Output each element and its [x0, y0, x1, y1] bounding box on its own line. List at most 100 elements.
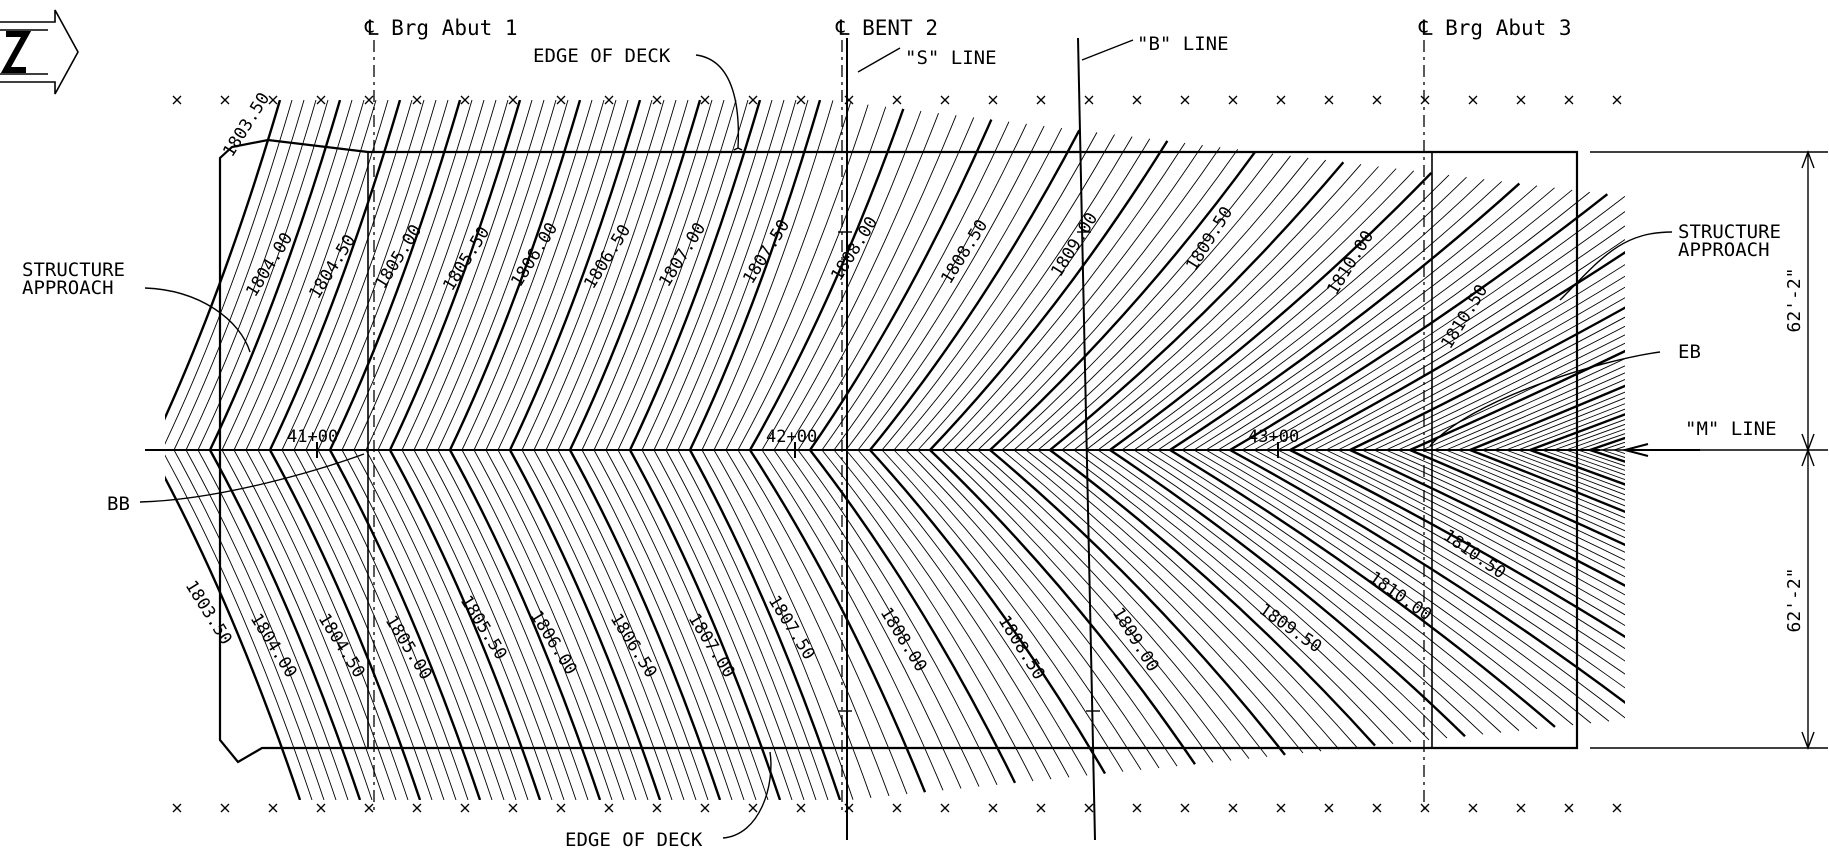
grid-x-mark — [1228, 95, 1238, 105]
eb-label: EB — [1678, 341, 1701, 363]
contour-line — [857, 449, 1088, 776]
grid-x-mark — [652, 95, 662, 105]
contour-line — [845, 125, 1045, 451]
grid-x-mark — [460, 95, 470, 105]
grid-x-mark — [652, 803, 662, 813]
contour-line — [197, 100, 329, 451]
contour-line — [1385, 449, 1625, 561]
contour-line — [1097, 170, 1415, 451]
contour-line — [965, 147, 1221, 451]
contour-line — [1133, 449, 1502, 733]
grid-x-mark — [172, 95, 182, 105]
grid-x-mark — [1468, 95, 1478, 105]
contour-line — [1049, 161, 1345, 451]
contour-line — [1217, 191, 1591, 451]
grid-x-mark — [220, 95, 230, 105]
contour-line — [1325, 286, 1625, 451]
grid-x-mark — [1516, 95, 1526, 105]
grid-x-mark — [700, 803, 710, 813]
s-line-label: "S" LINE — [905, 47, 997, 69]
contour-line — [1133, 176, 1467, 451]
grid-x-mark — [1180, 803, 1190, 813]
contour-line — [977, 449, 1268, 758]
grid-x-mark — [1372, 95, 1382, 105]
grid-x-mark — [988, 95, 998, 105]
contour-line — [1205, 189, 1573, 451]
contour-label-top: 1810.00 — [1323, 227, 1378, 298]
grid-x-mark — [604, 95, 614, 105]
grid-x-mark — [796, 95, 806, 105]
contour-line — [1421, 358, 1625, 451]
contour-label-top: 1805.00 — [371, 221, 426, 292]
grid-x-mark — [1324, 95, 1334, 105]
contour-line — [1145, 449, 1520, 731]
grid-x-mark — [220, 803, 230, 813]
contour-line — [1277, 449, 1625, 650]
structure-approach-left-2: APPROACH — [22, 277, 114, 299]
contour-line — [1121, 449, 1484, 735]
grid-x-mark — [1612, 95, 1622, 105]
contour-line — [1205, 449, 1610, 722]
contour-line — [881, 132, 1098, 451]
contour-line — [1265, 225, 1625, 451]
contour-line — [185, 100, 317, 451]
contour-line — [245, 100, 377, 451]
contour-line — [809, 449, 1017, 784]
grid-x-mark — [940, 803, 950, 813]
contour-line — [208, 100, 342, 451]
contour-line — [1301, 449, 1625, 627]
contour-line — [1013, 155, 1291, 451]
contour-line — [797, 117, 975, 451]
grid-x-mark — [1372, 803, 1382, 813]
grid-x-mark — [796, 803, 806, 813]
grid-x-mark — [1036, 95, 1046, 105]
structure-approach-right-1: STRUCTURE — [1678, 221, 1781, 243]
contour-line — [1109, 172, 1433, 451]
contour-line — [1541, 418, 1625, 451]
contour-line — [737, 106, 887, 451]
contour-line — [1193, 187, 1555, 451]
contour-line — [869, 129, 1081, 451]
contour-line — [1073, 166, 1379, 451]
contour-line — [1049, 449, 1376, 747]
grid-x-mark — [988, 803, 998, 813]
grid-x-mark — [940, 95, 950, 105]
grid-x-mark — [412, 803, 422, 813]
contour-line — [1349, 448, 1625, 587]
grid-x-mark — [1132, 95, 1142, 105]
contour-label-top: 1804.50 — [305, 231, 360, 302]
contour-line — [1121, 174, 1450, 451]
contour-line — [1433, 449, 1625, 532]
contour-line — [1469, 384, 1625, 452]
contour-line — [989, 449, 1286, 756]
grid-x-mark — [556, 803, 566, 813]
contour-line — [1181, 449, 1574, 726]
contour-line — [1253, 449, 1625, 675]
contour-line — [761, 449, 944, 791]
grid-x-mark — [316, 95, 326, 105]
station-43-label: 43+00 — [1248, 427, 1299, 447]
grid-x-mark — [1420, 803, 1430, 813]
grid-x-mark — [1132, 803, 1142, 813]
contour-line — [1337, 297, 1625, 451]
contour-line — [1325, 449, 1625, 606]
contour-line — [1505, 449, 1625, 496]
edge-of-deck-top-label: EDGE OF DECK — [533, 45, 671, 67]
contour-line — [1181, 185, 1538, 451]
bb-label: BB — [107, 493, 130, 515]
station-42-label: 42+00 — [766, 427, 817, 447]
contour-line — [1445, 372, 1625, 451]
contour-line — [1109, 449, 1466, 738]
contour-label-bottom: 1806.00 — [526, 607, 581, 678]
contour-label-bottom: 1805.00 — [381, 612, 436, 683]
contour-line — [1289, 448, 1625, 639]
dimension-upper-label: 62'-2" — [1784, 267, 1805, 332]
contour-line — [941, 449, 1214, 763]
contour-line — [1493, 397, 1625, 451]
contour-line — [1097, 449, 1448, 739]
contour-line — [1037, 449, 1358, 748]
edge-of-deck-bottom-label: EDGE OF DECK — [565, 829, 703, 851]
contour-line — [857, 127, 1063, 451]
contour-line — [1409, 349, 1625, 452]
grid-x-mark — [364, 803, 374, 813]
